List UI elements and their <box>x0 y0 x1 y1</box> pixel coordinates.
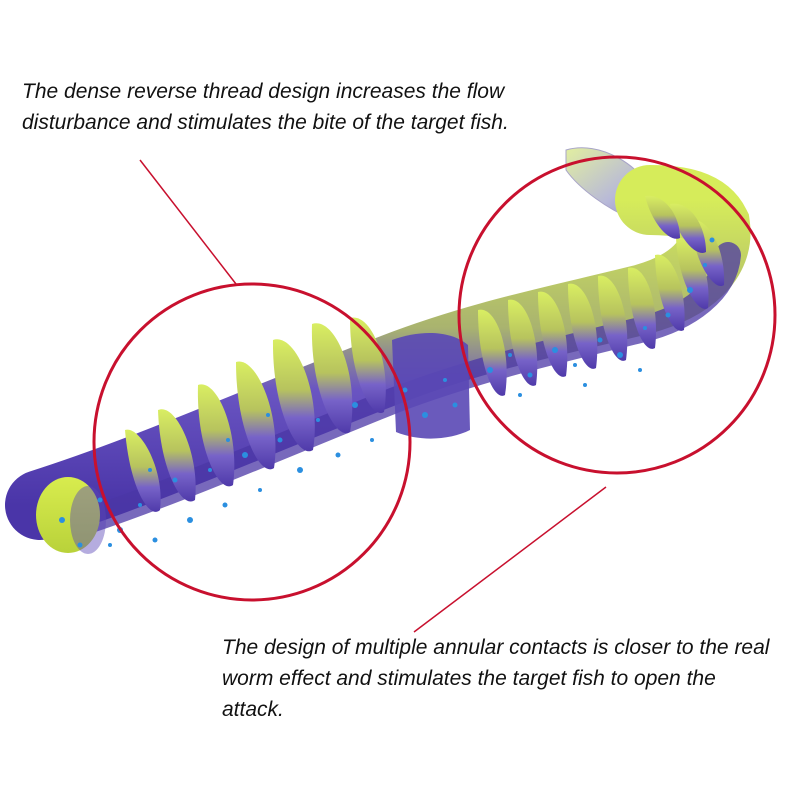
bottom-caption: The design of multiple annular contacts … <box>222 636 770 721</box>
annular-contact-ribs <box>478 195 725 396</box>
reverse-thread-ribs <box>125 317 386 512</box>
top-leader-line <box>139 159 237 285</box>
right-callout-circle <box>457 155 777 475</box>
glitter-flakes <box>59 237 715 548</box>
top-caption: The dense reverse thread design increase… <box>22 80 509 134</box>
left-callout-circle <box>92 282 412 602</box>
soft-lure-worm <box>5 147 751 554</box>
bottom-leader-line <box>413 486 607 633</box>
